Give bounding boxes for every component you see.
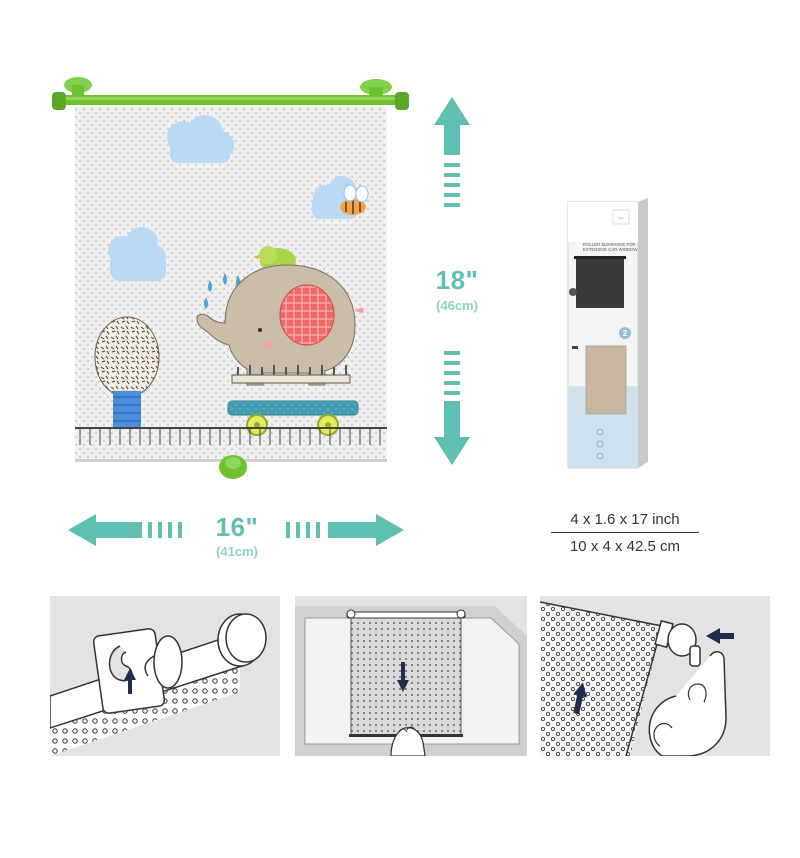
package-dims-imperial: 4 x 1.6 x 17 inch <box>570 511 680 528</box>
package-dims-metric: 10 x 4 x 42.5 cm <box>569 538 681 555</box>
package-title-line-1: ROLLER SUNSHADE FOR <box>583 242 636 247</box>
pull-down-shade-icon <box>295 606 527 756</box>
height-metric-label: (46cm) <box>436 298 478 313</box>
svg-text:logo: logo <box>618 216 624 220</box>
package-title-line-2: EXTENSIVE CAR WINDOW <box>583 247 638 252</box>
instruction-step-release <box>540 596 770 756</box>
sunshade-product-image <box>50 75 410 485</box>
press-release-button-icon <box>540 601 734 756</box>
width-imperial-label: 16" <box>215 512 259 542</box>
dims-divider <box>551 532 699 533</box>
package-dimensions: 4 x 1.6 x 17 inch 10 x 4 x 42.5 cm <box>540 510 710 557</box>
product-package-image: logo ROLLER SUNSHADE FOR EXTENSIVE CAR W… <box>560 196 650 471</box>
package-badge: 2 <box>623 329 628 338</box>
suction-cup-mount-icon <box>50 613 267 756</box>
width-metric-label: (41cm) <box>216 544 258 559</box>
width-dimension-arrow <box>66 510 406 550</box>
height-dimension-arrow <box>430 95 474 467</box>
height-imperial-label: 18" <box>435 265 479 295</box>
instruction-step-pull-down <box>295 596 527 756</box>
instruction-step-mount <box>50 596 280 756</box>
